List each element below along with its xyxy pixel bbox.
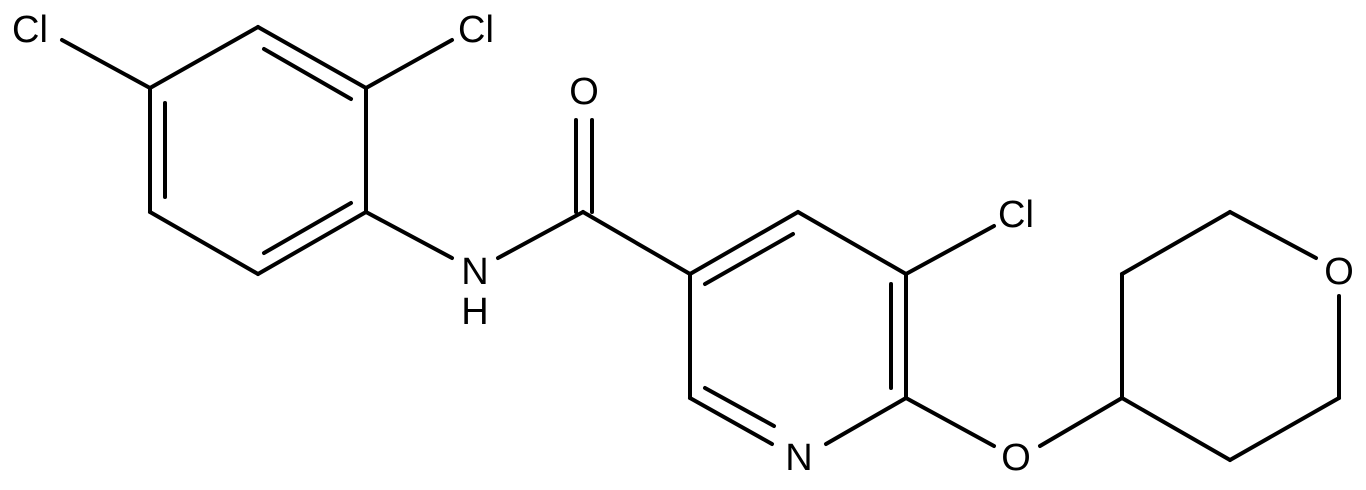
bond bbox=[581, 210, 692, 276]
bond bbox=[262, 47, 353, 101]
oxygen-atom-label: O bbox=[1324, 251, 1354, 293]
oxane-ring bbox=[1120, 210, 1341, 462]
bond bbox=[148, 210, 260, 276]
nitrogen-atom-label: N bbox=[461, 251, 488, 293]
bond bbox=[904, 396, 996, 448]
bond bbox=[1120, 210, 1232, 276]
bond bbox=[904, 224, 996, 276]
bond bbox=[364, 210, 454, 260]
chlorine-atom-label: Cl bbox=[998, 194, 1034, 236]
bond bbox=[60, 38, 152, 90]
bond bbox=[1228, 396, 1341, 462]
nitrogen-atom-label: N bbox=[785, 437, 812, 479]
bond bbox=[688, 396, 774, 446]
bond bbox=[148, 25, 260, 90]
dichlorophenyl-ring bbox=[148, 25, 368, 276]
bond bbox=[496, 210, 585, 260]
bond bbox=[256, 25, 368, 90]
bond bbox=[824, 396, 908, 446]
pyridine-ring bbox=[688, 210, 908, 446]
oxygen-atom-label: O bbox=[569, 71, 599, 113]
bond bbox=[256, 210, 368, 276]
bond bbox=[1228, 210, 1318, 260]
bond bbox=[262, 201, 353, 255]
bond bbox=[1120, 396, 1232, 462]
bond bbox=[364, 38, 454, 90]
chlorine-atom-label: Cl bbox=[458, 9, 494, 51]
bond bbox=[703, 386, 776, 428]
bond bbox=[796, 210, 908, 276]
oxygen-atom-label: O bbox=[1001, 437, 1031, 479]
bond bbox=[1038, 396, 1124, 448]
bond bbox=[688, 210, 800, 276]
hydrogen-atom-label: H bbox=[461, 291, 488, 333]
chlorine-atom-label: Cl bbox=[12, 9, 48, 51]
bond bbox=[703, 232, 795, 286]
